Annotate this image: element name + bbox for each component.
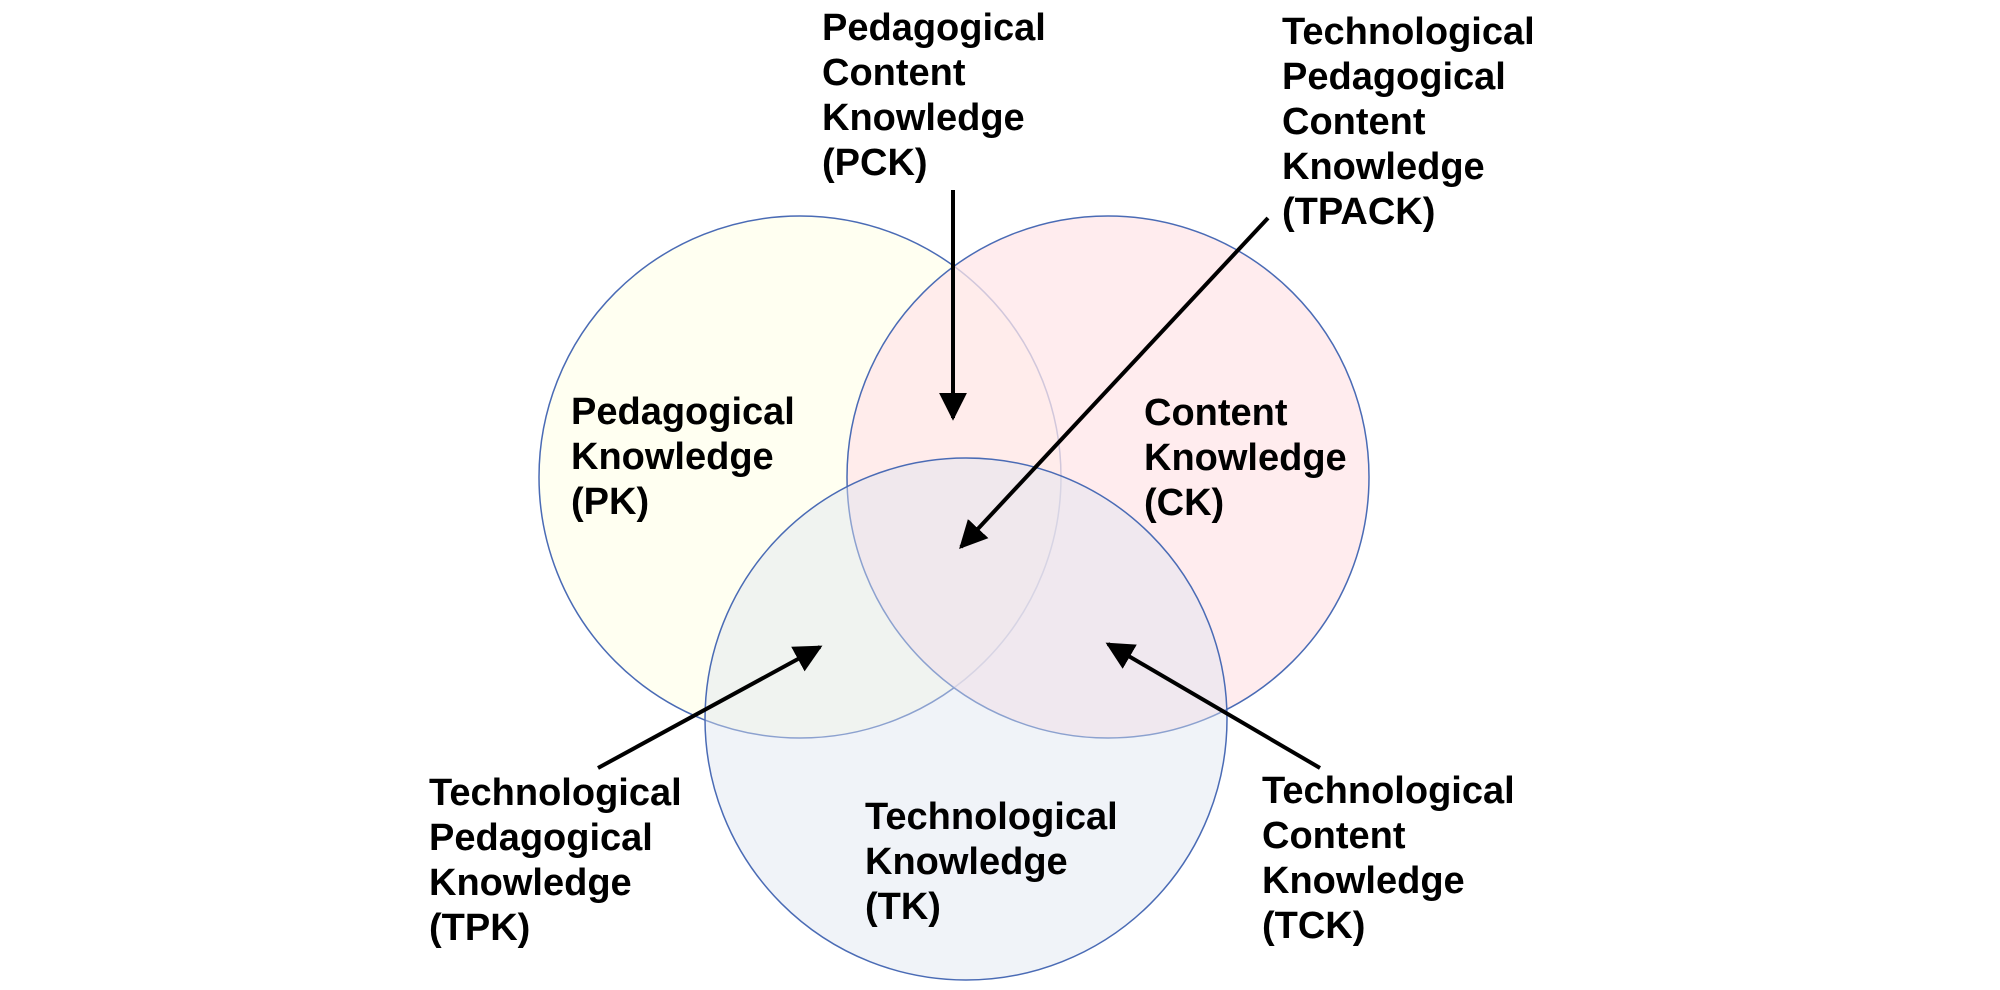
tpk-arrow	[597, 645, 823, 770]
tpack-arrow	[959, 216, 1270, 550]
content-knowledge-circle	[846, 215, 1370, 739]
technological-knowledge-circle	[704, 457, 1228, 981]
tck-arrow	[1105, 642, 1322, 770]
